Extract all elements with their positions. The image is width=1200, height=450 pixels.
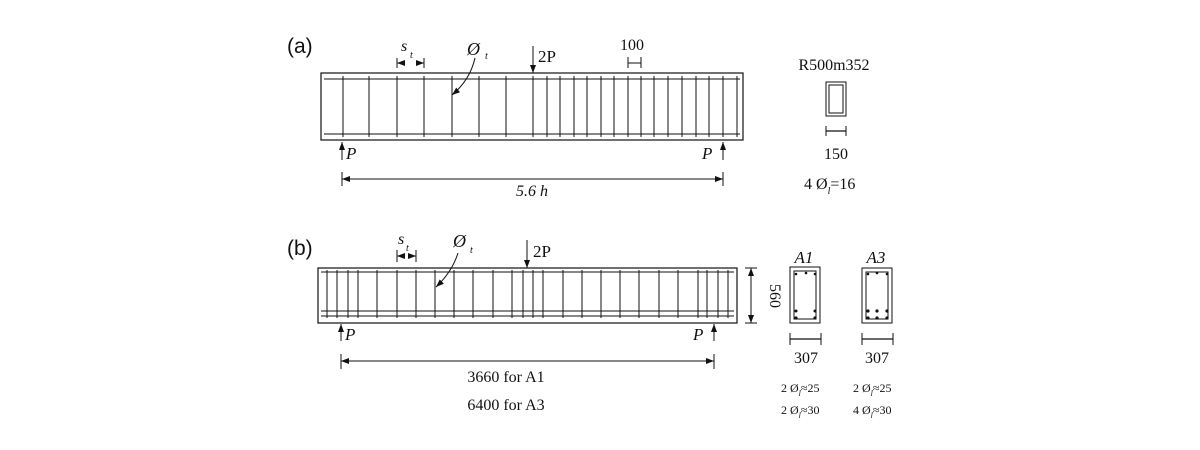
section-a3-rebar-1: 2 Øl≈25 <box>853 381 892 398</box>
beam-a-stirrups <box>342 76 738 137</box>
section-a1-name: A1 <box>794 248 814 267</box>
section-a3-outer <box>861 267 893 324</box>
beam-b-outline <box>317 267 738 324</box>
load-a-label: 2P <box>538 47 556 66</box>
section-a1-inner <box>793 270 817 320</box>
support-a-right-label: P <box>701 144 712 163</box>
panel-a-label: (a) <box>287 35 313 58</box>
st-b-label: s <box>398 231 404 248</box>
section-a3: A3 307 2 Øl≈25 4 Øl≈30 <box>853 248 894 420</box>
st-a-label: s <box>401 38 407 55</box>
section-a1-outer <box>789 266 821 324</box>
phi-a-sub: t <box>485 51 488 62</box>
section-a1: A1 307 2 Øl≈25 2 Øl≈30 <box>781 248 822 420</box>
support-a-left-label: P <box>345 144 356 163</box>
height-b-label: 560 <box>766 284 783 308</box>
panel-a: (a) s t Ø t 2P 100 P P 5.6 h <box>287 35 870 200</box>
support-b-right-label: P <box>692 325 703 344</box>
spacing-100-label: 100 <box>620 37 644 54</box>
section-a1-rebar-1: 2 Øl≈25 <box>781 381 820 398</box>
panel-b-label: (b) <box>287 237 313 260</box>
span-b-label-a3: 6400 for A3 <box>467 397 544 414</box>
st-a-sub: t <box>410 50 413 61</box>
span-a-label: 5.6 h <box>516 183 548 200</box>
span-b-label-a1: 3660 for A1 <box>467 369 544 386</box>
phi-b-leader-arrow <box>435 252 459 288</box>
section-a1-width: 307 <box>794 350 818 367</box>
phi-a-label: Ø <box>466 39 481 59</box>
section-a3-width: 307 <box>865 350 889 367</box>
section-a-width: 150 <box>824 146 848 163</box>
support-b-left-label: P <box>344 325 355 344</box>
section-a1-rebars <box>794 271 817 320</box>
st-b-sub: t <box>406 243 409 254</box>
section-a-inner <box>828 84 844 114</box>
section-a3-rebars <box>866 271 889 320</box>
section-a3-rebar-2: 4 Øl≈30 <box>853 403 892 420</box>
section-a-name: R500m352 <box>798 57 869 74</box>
phi-a-leader-arrow <box>451 57 476 96</box>
beam-b-stirrups <box>326 270 729 318</box>
section-a1-rebar-2: 2 Øl≈30 <box>781 403 820 420</box>
panel-b: (b) s t Ø t 2P 560 P P 3660 for A1 6400 … <box>287 231 894 420</box>
beam-a-outline <box>320 72 744 141</box>
phi-b-label: Ø <box>452 231 467 251</box>
load-b-label: 2P <box>533 242 551 261</box>
section-a3-name: A3 <box>866 248 886 267</box>
section-a-outer <box>825 81 847 117</box>
phi-b-sub: t <box>470 245 473 256</box>
section-a-rebar: 4 Øl=16 <box>804 176 855 197</box>
